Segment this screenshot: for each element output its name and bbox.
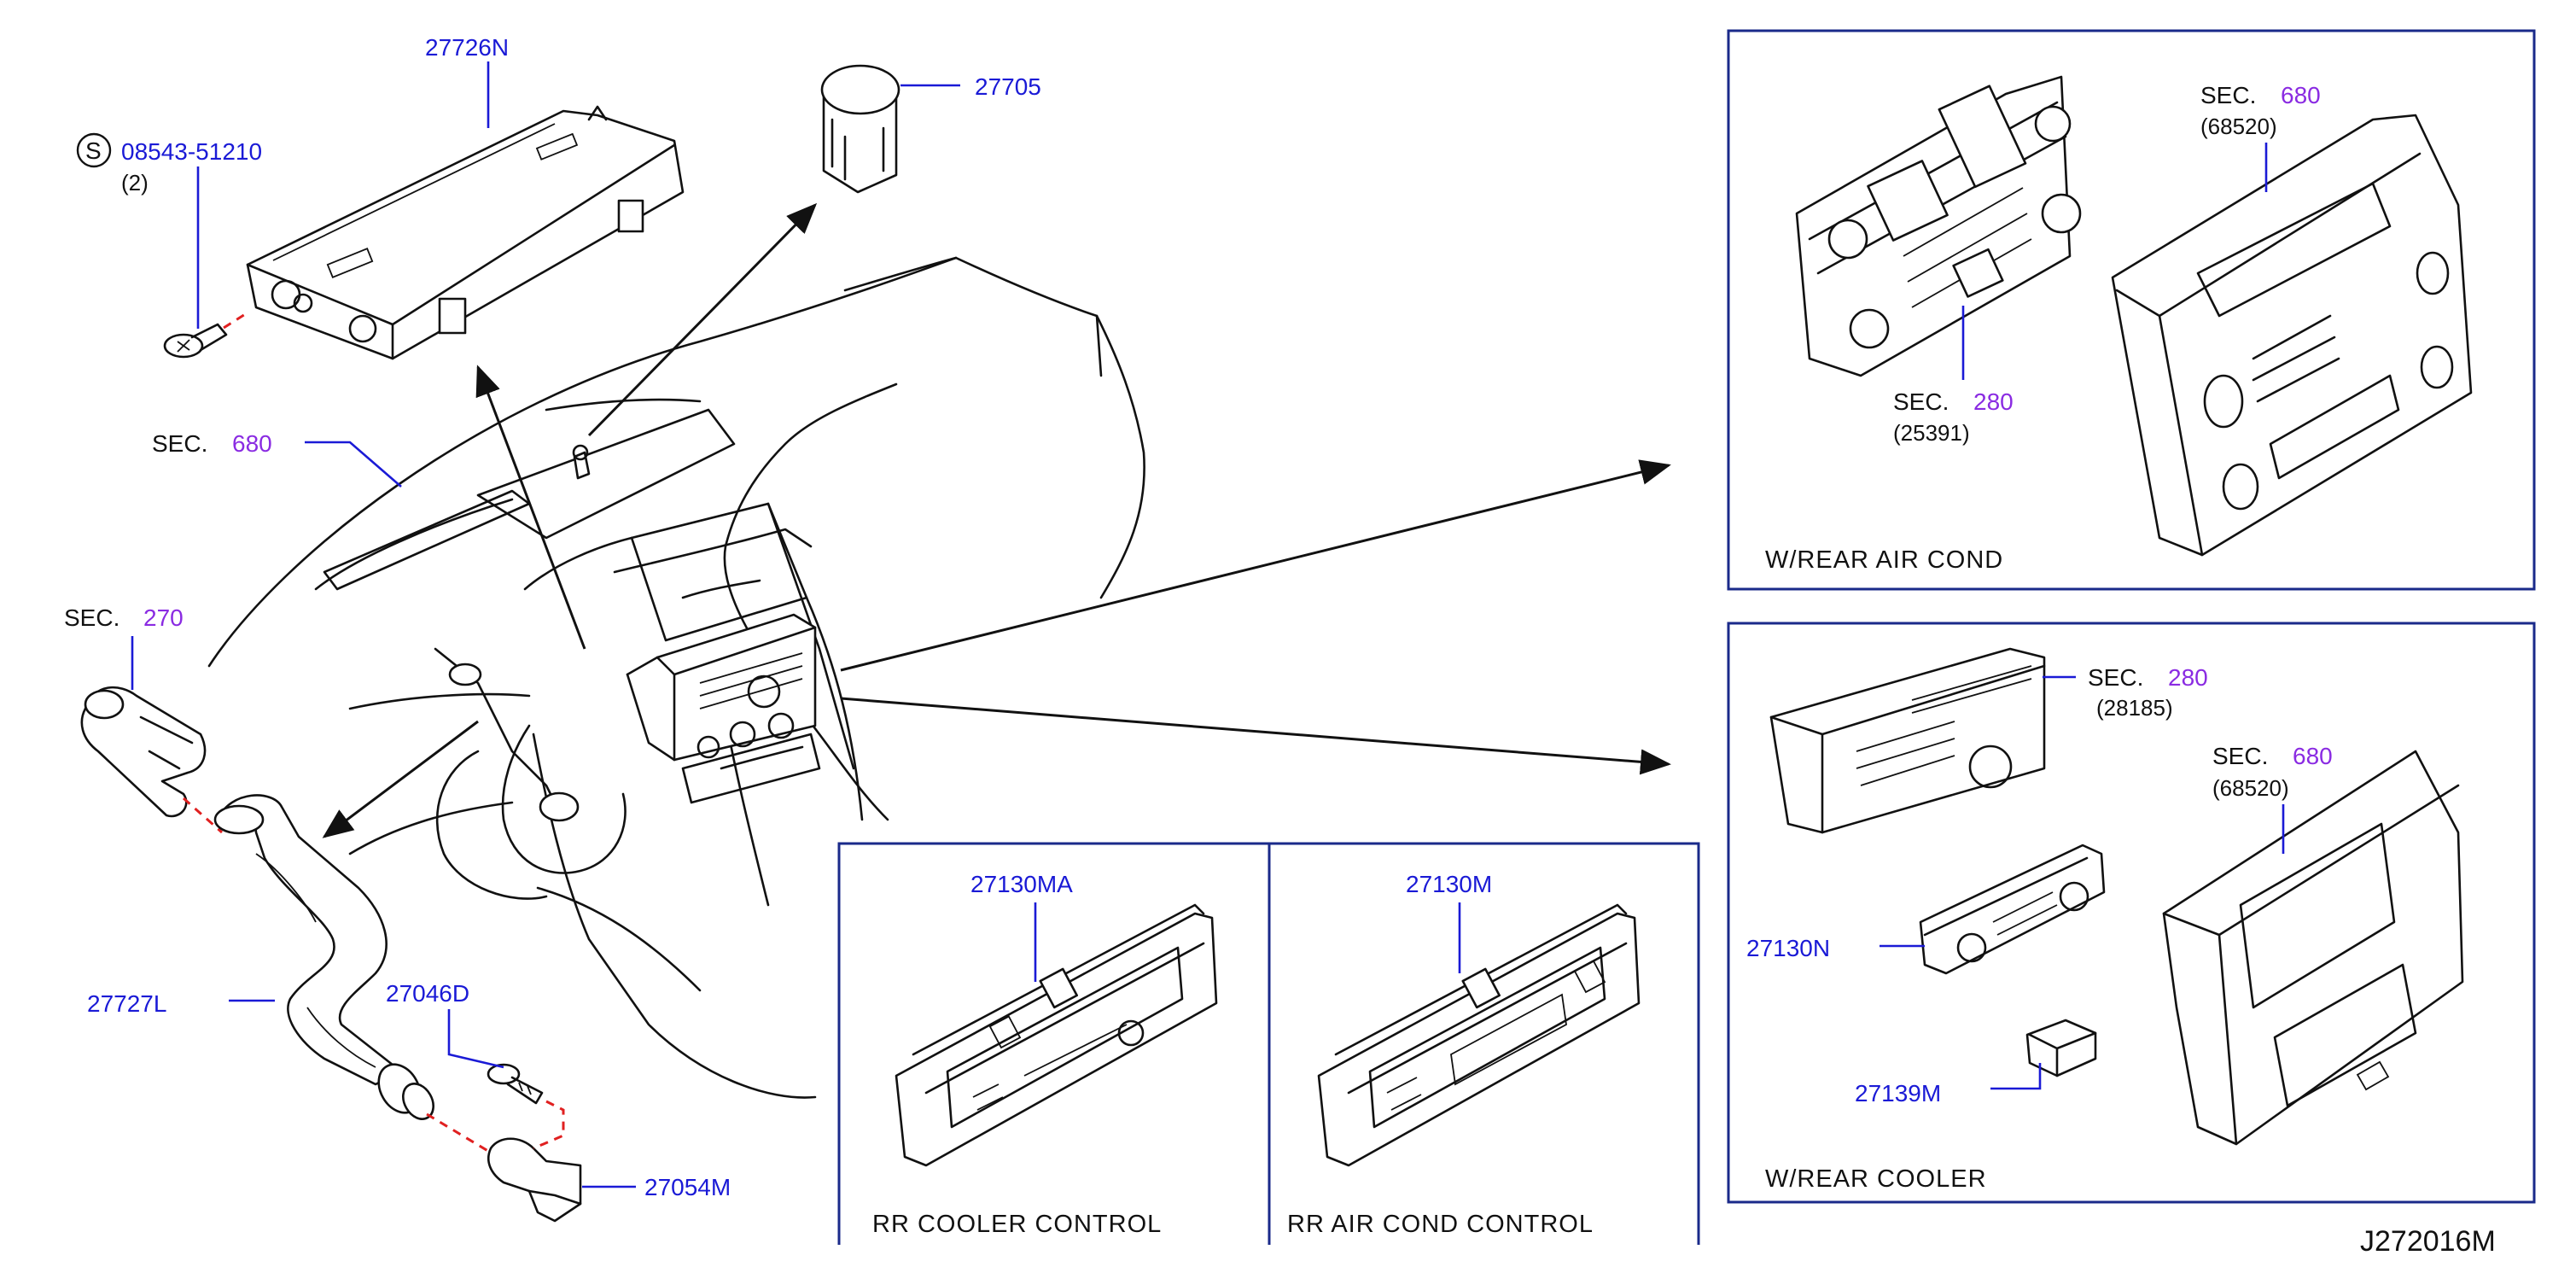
screw-08543-illustration <box>163 323 228 359</box>
arrow-to-rear-cooler <box>840 697 1671 775</box>
cluster-lid-68520-illustration <box>2111 114 2473 557</box>
arrow-to-duct <box>322 720 479 838</box>
duct-27727l-illustration <box>213 794 434 1120</box>
panel-rear-cooler <box>1727 622 2536 1204</box>
arrow-to-27705 <box>587 202 818 437</box>
arrow-to-rear-air-cond <box>840 459 1671 672</box>
label-sec-270: SEC. <box>64 604 119 631</box>
svg-text:S: S <box>85 137 102 164</box>
label-qty-2: (2) <box>121 170 149 196</box>
leader-27139m <box>1990 1063 2042 1090</box>
switch-27139m-illustration <box>2025 1019 2097 1077</box>
label-sec-br-680: SEC. <box>2212 743 2268 769</box>
label-sec-tr-680: SEC. <box>2200 82 2256 108</box>
cluster-lid-68520b-illustration <box>2162 750 2464 1146</box>
label-08543-51210: 08543-51210 <box>121 138 262 165</box>
bracket-27054m-illustration <box>487 1137 582 1223</box>
label-sec680-br: 680 <box>2293 743 2333 769</box>
caption-rear-cooler: W/REAR COOLER <box>1765 1165 1987 1193</box>
label-27130n: 27130N <box>1746 935 1830 961</box>
label-27726n: 27726N <box>425 34 509 61</box>
label-25391: (25391) <box>1893 420 1970 446</box>
caption-rr-cooler-control: RR COOLER CONTROL <box>872 1211 1162 1238</box>
aspirator-sensor-illustration <box>80 686 207 818</box>
label-27130ma: 27130MA <box>970 871 1073 897</box>
label-sec680-left: 680 <box>232 430 272 457</box>
arrow-to-27726n <box>475 365 586 650</box>
label-27130m: 27130M <box>1406 871 1492 897</box>
caption-rear-air-cond: W/REAR AIR COND <box>1765 546 2003 574</box>
duct-leader-dashed <box>426 1112 492 1154</box>
leader-27046d <box>447 1009 504 1069</box>
label-68520-br: (68520) <box>2212 775 2289 801</box>
label-sec280-br: 280 <box>2168 664 2208 691</box>
s-symbol: S <box>76 132 112 168</box>
label-68520-tr: (68520) <box>2200 114 2277 139</box>
rr-air-cond-control-illustration <box>1317 903 1641 1167</box>
label-sec-left: SEC. <box>152 430 207 457</box>
panel-rear-air-cond <box>1727 29 2536 591</box>
label-27139m: 27139M <box>1855 1080 1941 1106</box>
label-27727l: 27727L <box>87 990 166 1017</box>
label-sec-br-280: SEC. <box>2088 664 2143 691</box>
dashboard-illustration <box>207 256 1145 1099</box>
label-27046d: 27046D <box>386 980 469 1007</box>
drawing-code: J272016M <box>2360 1225 2496 1258</box>
caption-rr-air-cond-control: RR AIR COND CONTROL <box>1287 1211 1594 1238</box>
leader-sec680-left <box>305 441 402 488</box>
label-28185: (28185) <box>2096 695 2173 721</box>
label-sec280-tr: 280 <box>1973 388 2014 415</box>
screw-leader-dashed <box>223 310 250 330</box>
heater-control-25391-illustration <box>1795 75 2082 377</box>
heater-control-27130n-illustration <box>1919 844 2106 975</box>
rr-cooler-control-illustration <box>895 903 1218 1167</box>
label-sec-tr-280: SEC. <box>1893 388 1949 415</box>
clip-leader-dashed <box>533 1100 565 1150</box>
module-27726n-illustration <box>246 105 685 360</box>
label-sec270: 270 <box>143 604 184 631</box>
label-27705: 27705 <box>975 73 1041 100</box>
label-sec680-tr: 680 <box>2281 82 2321 108</box>
sensor-27705-illustration <box>820 64 900 194</box>
audio-unit-28185-illustration <box>1769 647 2046 834</box>
clip-27046d-illustration <box>487 1063 544 1105</box>
label-27054m: 27054M <box>644 1174 731 1200</box>
